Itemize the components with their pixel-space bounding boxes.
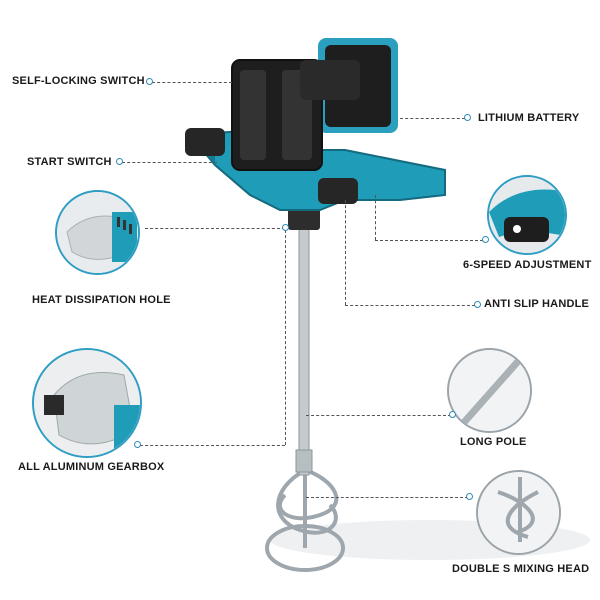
label-all-aluminum-gearbox: ALL ALUMINUM GEARBOX: [18, 461, 165, 473]
label-lithium-battery: LITHIUM BATTERY: [478, 112, 580, 124]
label-anti-slip-handle: ANTI SLIP HANDLE: [484, 298, 590, 310]
leader-long-pole: [306, 415, 451, 416]
chuck: [288, 205, 320, 230]
label-start-switch: START SWITCH: [27, 156, 112, 168]
label-heat-dissipation-hole: HEAT DISSIPATION HOLE: [32, 294, 171, 306]
long-pole-detail-circle: [447, 348, 532, 433]
leader-start-switch: [122, 162, 217, 163]
leader-gearbox-v: [285, 225, 286, 445]
battery-packs: [231, 38, 398, 171]
leader-speed-h: [375, 240, 483, 241]
leader-speed-v: [375, 195, 376, 240]
dot-heat-dissipation: [282, 224, 289, 231]
leader-lithium-battery: [400, 118, 465, 119]
dot-start-switch: [116, 158, 123, 165]
leader-mixing-head: [306, 497, 468, 498]
aluminum-gearbox-detail-circle: [32, 348, 142, 458]
dot-speed-adjustment: [482, 236, 489, 243]
dot-mixing-head: [466, 493, 473, 500]
label-self-locking-switch: SELF-LOCKING SWITCH: [12, 75, 145, 87]
long-pole: [298, 224, 310, 476]
leader-anti-slip-v: [345, 200, 346, 305]
dot-self-locking: [146, 78, 153, 85]
heat-dissipation-detail-circle: [55, 190, 140, 275]
left-grip: [185, 128, 225, 156]
dot-gearbox: [134, 441, 141, 448]
leader-gearbox-h: [140, 445, 285, 446]
dot-anti-slip: [474, 301, 481, 308]
leader-heat-dissipation: [145, 228, 285, 229]
label-double-s-mixing-head: DOUBLE S MIXING HEAD: [452, 563, 590, 575]
label-six-speed-adjustment: 6-SPEED ADJUSTMENT: [463, 259, 592, 271]
leader-anti-slip-h: [345, 305, 475, 306]
leader-self-locking: [152, 82, 232, 83]
dot-lithium-battery: [464, 114, 471, 121]
label-long-pole: LONG POLE: [460, 436, 527, 448]
mixing-head-detail-circle: [476, 470, 561, 555]
right-grip: [318, 178, 358, 204]
speed-adjustment-detail-circle: [487, 175, 567, 255]
mixing-head: [265, 468, 345, 572]
dot-long-pole: [449, 411, 456, 418]
